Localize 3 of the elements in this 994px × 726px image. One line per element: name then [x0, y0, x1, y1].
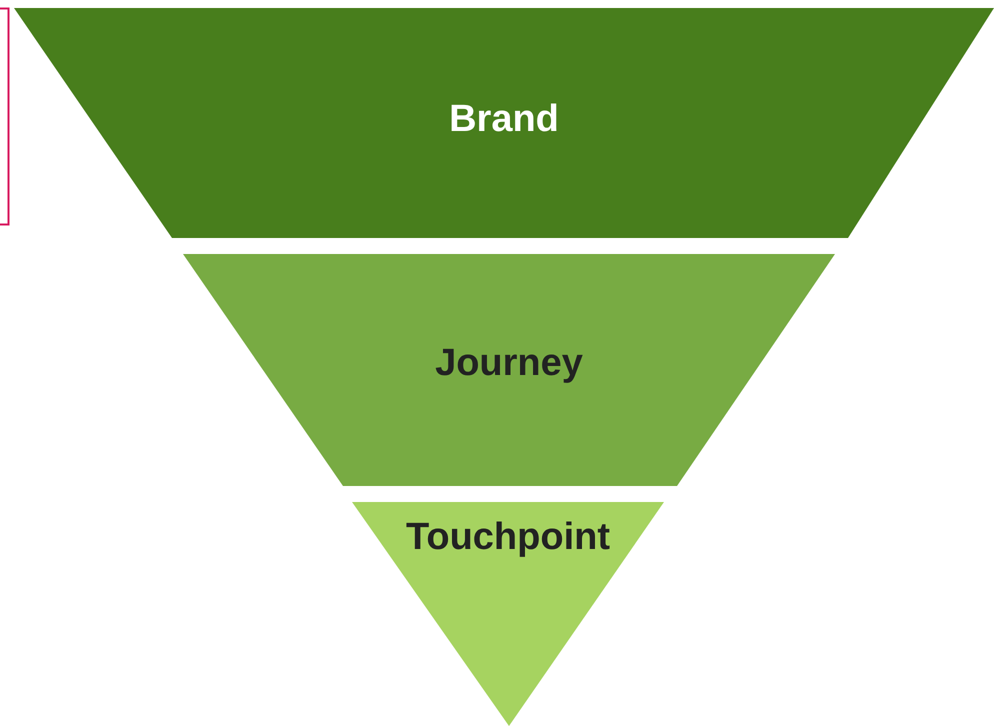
band-label: Touchpoint [406, 516, 610, 559]
band-label: Brand [449, 98, 559, 141]
band-label: Journey [435, 342, 583, 385]
